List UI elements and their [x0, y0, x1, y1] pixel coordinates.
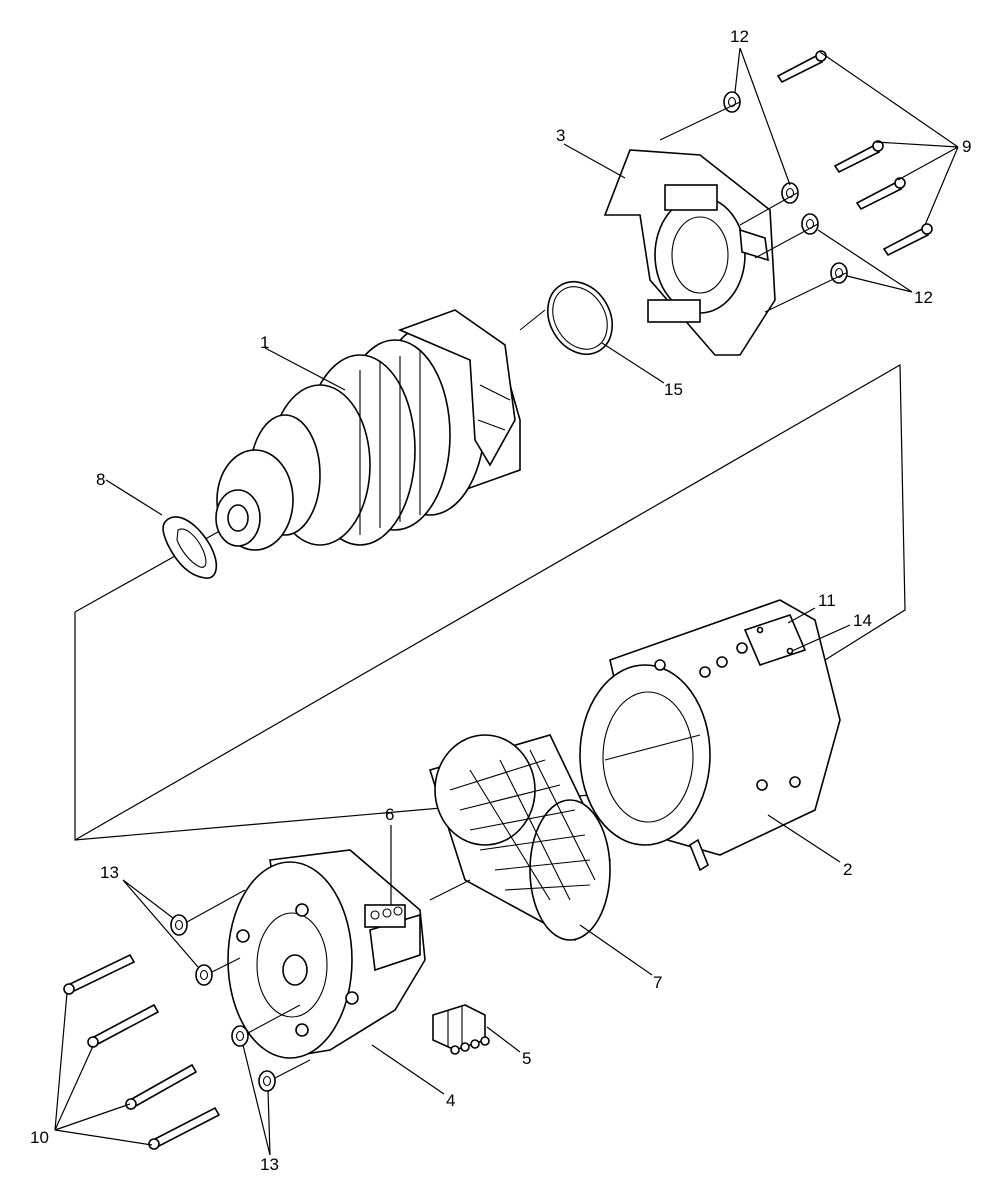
- o-ring: [547, 281, 613, 355]
- callout-labels: 1 2 3 4 5 6 7 8 9 10 11 12 12 13 13 14 1…: [30, 27, 971, 1174]
- callout-15: 15: [664, 380, 683, 399]
- callout-11: 11: [818, 591, 836, 610]
- alignment-lines: [186, 101, 847, 1079]
- callout-5: 5: [522, 1049, 531, 1068]
- callout-2: 2: [843, 860, 852, 879]
- thrust-washer: [162, 516, 218, 579]
- callout-3: 3: [556, 126, 565, 145]
- brush-terminals: [364, 904, 406, 928]
- armature: [215, 309, 521, 551]
- through-bolts-upper: [776, 50, 933, 257]
- callout-14: 14: [853, 611, 872, 630]
- callout-4: 4: [446, 1091, 455, 1110]
- nameplate: [743, 614, 807, 666]
- callout-13-upper: 13: [100, 863, 119, 882]
- callout-12-side: 12: [914, 288, 933, 307]
- callout-7: 7: [653, 973, 662, 992]
- terminal-block: [432, 1004, 490, 1055]
- field-housing: [579, 599, 841, 872]
- callout-13-lower: 13: [260, 1155, 279, 1174]
- washers-lower: [170, 914, 276, 1092]
- callout-9: 9: [962, 137, 971, 156]
- drive-end-frame: [227, 849, 426, 1059]
- callout-6: 6: [385, 805, 394, 824]
- callout-12-top: 12: [730, 27, 749, 46]
- callout-10: 10: [30, 1128, 49, 1147]
- callout-8: 8: [96, 470, 105, 489]
- end-frame: [603, 149, 776, 356]
- field-coil-cage: [428, 734, 611, 942]
- through-bolts-lower: [63, 953, 221, 1150]
- leader-lines: [54, 47, 959, 1156]
- callout-1: 1: [260, 333, 269, 352]
- washers-upper: [723, 91, 848, 284]
